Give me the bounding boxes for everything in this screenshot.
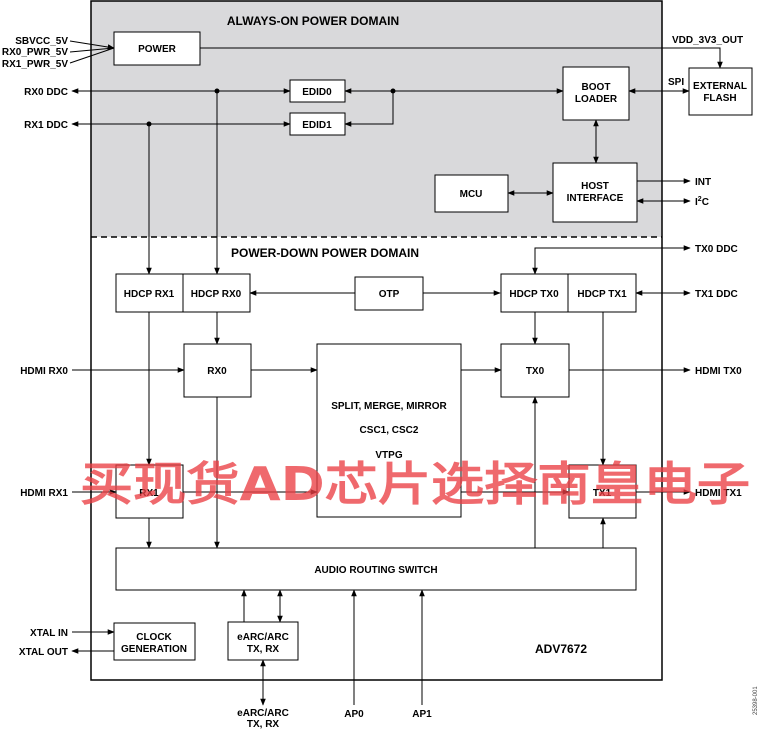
svg-text:FLASH: FLASH: [703, 93, 736, 104]
host-interface-block: HOST INTERFACE: [552, 162, 638, 223]
mcu-block: MCU: [434, 174, 509, 213]
svg-text:CSC1, CSC2: CSC1, CSC2: [360, 425, 419, 436]
pin-rx0-pwr-5v: RX0_PWR_5V: [2, 47, 68, 58]
rx0-block: RX0: [183, 343, 252, 398]
pin-i2c: I2C: [695, 196, 709, 208]
svg-text:eARC/ARC: eARC/ARC: [237, 632, 289, 643]
pin-rx0-ddc: RX0 DDC: [24, 87, 68, 98]
pin-tx1-ddc: TX1 DDC: [695, 289, 738, 300]
processing-block: SPLIT, MERGE, MIRROR CSC1, CSC2 VTPG: [316, 343, 462, 518]
boot-loader-block: BOOT LOADER: [562, 66, 630, 121]
hdcp-tx0-block: HDCP TX0: [500, 273, 569, 313]
svg-text:HDCP RX1: HDCP RX1: [124, 289, 175, 300]
svg-text:RX1: RX1: [139, 488, 159, 499]
svg-text:OTP: OTP: [379, 289, 400, 300]
otp-block: OTP: [354, 276, 424, 311]
svg-text:INTERFACE: INTERFACE: [567, 193, 624, 204]
pin-hdmi-rx1: HDMI RX1: [20, 488, 68, 499]
svg-text:EDID1: EDID1: [302, 120, 332, 131]
edid0-block: EDID0: [289, 79, 346, 103]
svg-text:MCU: MCU: [460, 189, 483, 200]
pin-hdmi-tx0: HDMI TX0: [695, 366, 742, 377]
pin-sbvcc-5v: SBVCC_5V: [15, 36, 68, 47]
pin-spi: SPI: [668, 77, 684, 88]
pin-earc-arc-txrx: TX, RX: [247, 719, 280, 730]
pin-hdmi-rx0: HDMI RX0: [20, 366, 68, 377]
svg-text:EDID0: EDID0: [302, 87, 332, 98]
pin-earc-arc: eARC/ARC: [237, 708, 289, 719]
svg-text:TX1: TX1: [593, 488, 612, 499]
svg-text:BOOT: BOOT: [582, 82, 611, 93]
watermark-text: 买现货AD芯片选择南皇电子: [80, 457, 750, 511]
svg-text:TX, RX: TX, RX: [247, 644, 280, 655]
hdcp-tx1-block: HDCP TX1: [567, 273, 637, 313]
figure-code: 25398-001: [753, 686, 759, 715]
pin-xtal-out: XTAL OUT: [19, 647, 68, 658]
rx1-block: RX1: [115, 464, 184, 519]
svg-text:SPLIT, MERGE, MIRROR: SPLIT, MERGE, MIRROR: [331, 401, 447, 412]
svg-text:POWER: POWER: [138, 44, 177, 55]
pin-ap1: AP1: [412, 709, 432, 720]
svg-text:HOST: HOST: [581, 181, 609, 192]
svg-text:HDCP RX0: HDCP RX0: [191, 289, 242, 300]
svg-text:AUDIO ROUTING SWITCH: AUDIO ROUTING SWITCH: [314, 565, 437, 576]
tx1-block: TX1: [568, 464, 637, 519]
tx0-block: TX0: [500, 343, 570, 398]
svg-text:TX0: TX0: [526, 366, 545, 377]
svg-text:CLOCK: CLOCK: [136, 632, 172, 643]
svg-text:HDCP TX0: HDCP TX0: [509, 289, 559, 300]
earc-arc-block: eARC/ARC TX, RX: [227, 621, 299, 661]
audio-routing-switch-block: AUDIO ROUTING SWITCH: [115, 547, 637, 591]
svg-text:LOADER: LOADER: [575, 94, 618, 105]
pin-rx1-pwr-5v: RX1_PWR_5V: [2, 59, 68, 70]
chip-outline: [90, 0, 663, 681]
pin-tx0-ddc: TX0 DDC: [695, 244, 738, 255]
svg-text:GENERATION: GENERATION: [121, 644, 187, 655]
pin-xtal-in: XTAL IN: [30, 628, 68, 639]
svg-text:VTPG: VTPG: [375, 450, 402, 461]
pin-int: INT: [695, 177, 711, 188]
part-number: ADV7672: [535, 642, 587, 656]
hdcp-rx1-block: HDCP RX1: [115, 273, 184, 313]
svg-text:RX0: RX0: [207, 366, 227, 377]
svg-text:HDCP TX1: HDCP TX1: [577, 289, 627, 300]
pin-vdd-3v3-out: VDD_3V3_OUT: [672, 35, 743, 46]
clock-generation-block: CLOCK GENERATION: [113, 622, 196, 661]
always-on-domain-title: ALWAYS-ON POWER DOMAIN: [227, 14, 399, 28]
external-flash-block: EXTERNAL FLASH: [688, 67, 753, 116]
pin-rx1-ddc: RX1 DDC: [24, 120, 68, 131]
edid1-block: EDID1: [289, 112, 346, 136]
power-down-domain-title: POWER-DOWN POWER DOMAIN: [231, 246, 419, 260]
power-block: POWER: [113, 31, 201, 66]
hdcp-rx0-block: HDCP RX0: [182, 273, 251, 313]
pin-hdmi-tx1: HDMI TX1: [695, 488, 742, 499]
pin-ap0: AP0: [344, 709, 364, 720]
svg-text:EXTERNAL: EXTERNAL: [693, 81, 747, 92]
